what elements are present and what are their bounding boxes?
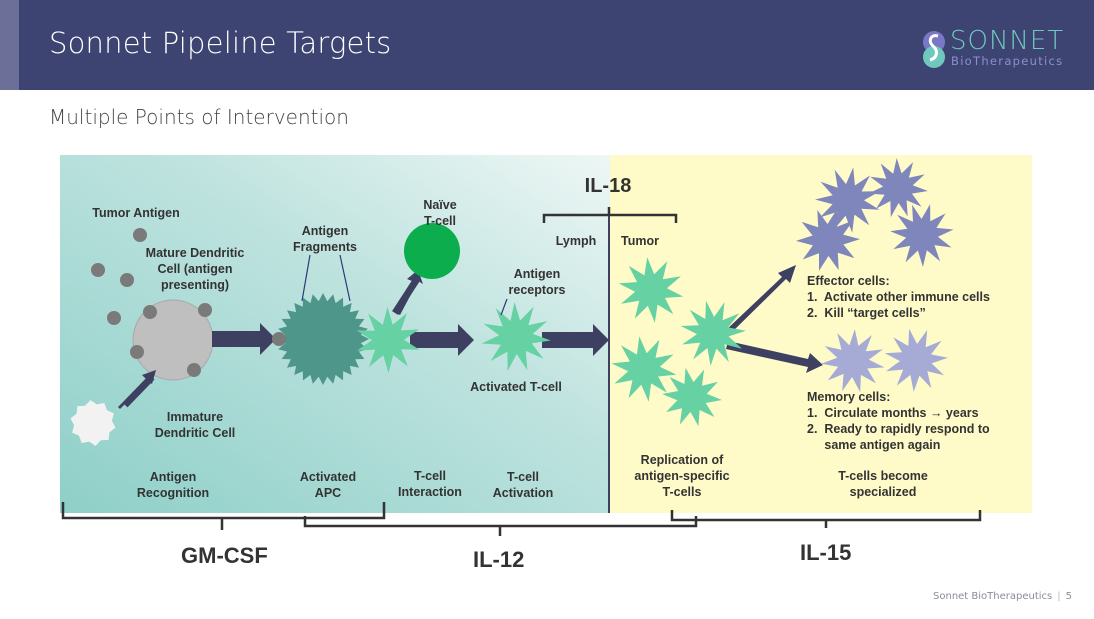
memory-cell — [884, 328, 948, 392]
stage-activated-apc-2: APC — [315, 486, 341, 500]
mature-dc-label-1: Mature Dendritic — [146, 246, 245, 260]
slide-subtitle: Multiple Points of Intervention — [49, 105, 349, 129]
arrow-dc-to-apc — [212, 323, 276, 355]
stage-specialized-2: specialized — [850, 485, 917, 499]
logo-wordmark: SONNET — [950, 26, 1065, 56]
effector-item-2: 2. Kill “target cells” — [807, 306, 926, 320]
naive-tcell-label-1: Naïve — [423, 198, 456, 212]
effector-cell — [796, 209, 860, 271]
stage-tcell-activation-1: T-cell — [507, 470, 539, 484]
footer: Sonnet BioTherapeutics | 5 — [933, 591, 1072, 602]
immature-dc-label-1: Immature — [167, 410, 223, 424]
memory-cell — [821, 329, 885, 393]
replicating-tcell — [680, 300, 746, 366]
memory-title: Memory cells: — [807, 390, 890, 404]
stage-tcell-interaction-1: T-cell — [414, 469, 446, 483]
stage-tcell-activation-2: Activation — [493, 486, 553, 500]
lymph-label: Lymph — [556, 234, 597, 248]
stage-replication-1: Replication of — [641, 453, 724, 467]
effector-cell — [815, 167, 880, 233]
antigen-dot — [133, 228, 147, 242]
memory-item-1: 1. Circulate months → years — [807, 406, 979, 420]
antigen-receptors-label-1: Antigen — [514, 267, 561, 281]
header-accent-stripe — [0, 0, 19, 90]
stage-replication-2: antigen-specific — [634, 469, 729, 483]
antigen-fragments-label-1: Antigen — [302, 224, 349, 238]
target-brackets — [61, 502, 982, 536]
stage-antigen-recognition-2: Recognition — [137, 486, 209, 500]
antigen-receptors-label-2: receptors — [509, 283, 566, 297]
replicating-tcell — [662, 367, 722, 427]
activated-tcell — [481, 302, 551, 371]
header-bar: Sonnet Pipeline Targets SONNET BioTherap… — [0, 0, 1094, 90]
footer-separator: | — [1057, 591, 1061, 602]
antigen-dot — [91, 263, 105, 277]
effector-cell — [890, 204, 954, 267]
mature-dc-label-2: Cell (antigen — [157, 262, 232, 276]
stage-replication-3: T-cells — [663, 485, 702, 499]
memory-item-3: same antigen again — [807, 438, 940, 452]
il15-label: IL-15 — [800, 540, 852, 565]
naive-tcell-label-2: T-cell — [424, 214, 456, 228]
immature-dc-label-2: Dendritic Cell — [155, 426, 236, 440]
replicating-tcell — [618, 257, 684, 323]
arrow-activation-to-tumor — [542, 324, 609, 356]
sonnet-s-icon — [923, 31, 945, 68]
logo-subtitle: BioTherapeutics — [951, 54, 1064, 68]
tumor-antigen-label: Tumor Antigen — [92, 206, 180, 220]
gmcsf-label: GM-CSF — [181, 543, 268, 568]
stage-tcell-interaction-2: Interaction — [398, 485, 462, 499]
arrow-to-memory — [726, 341, 823, 373]
effector-cell — [868, 158, 928, 218]
immune-pathway-diagram: IL-18 Lymph Tumor Tumor Antigen Mature D… — [60, 155, 1032, 513]
naive-tcell — [404, 223, 460, 279]
activated-tcell-label: Activated T-cell — [470, 380, 562, 394]
activated-apc-cell — [277, 293, 369, 385]
tumor-region — [610, 155, 1032, 513]
antigen-dot — [120, 273, 134, 287]
gmcsf-bracket — [61, 502, 386, 520]
il15-bracket — [670, 510, 982, 522]
company-logo: SONNET BioTherapeutics — [920, 26, 1080, 74]
il18-label: IL-18 — [585, 175, 632, 197]
antigen-fragments-label-2: Fragments — [293, 240, 357, 254]
page-title: Sonnet Pipeline Targets — [49, 26, 392, 60]
effector-item-1: 1. Activate other immune cells — [807, 290, 990, 304]
tumor-label: Tumor — [621, 234, 659, 248]
effector-title: Effector cells: — [807, 274, 890, 288]
footer-company: Sonnet BioTherapeutics — [933, 591, 1053, 602]
arrow-interaction-to-activation — [410, 324, 474, 356]
stage-labels: Antigen Recognition Activated APC T-cell… — [137, 453, 928, 500]
immature-dendritic-cell — [70, 400, 116, 446]
antigen-dot — [107, 311, 121, 325]
stage-antigen-recognition-1: Antigen — [150, 470, 197, 484]
memory-item-2: 2. Ready to rapidly respond to — [807, 422, 990, 436]
stage-specialized-1: T-cells become — [838, 469, 928, 483]
il12-label: IL-12 — [473, 547, 525, 572]
page-number: 5 — [1065, 591, 1072, 602]
arrow-to-effector — [725, 265, 796, 335]
mature-dc-label-3: presenting) — [161, 278, 229, 292]
replicating-tcell — [611, 336, 677, 402]
stage-activated-apc-1: Activated — [300, 470, 356, 484]
interacting-tcell — [356, 307, 420, 373]
